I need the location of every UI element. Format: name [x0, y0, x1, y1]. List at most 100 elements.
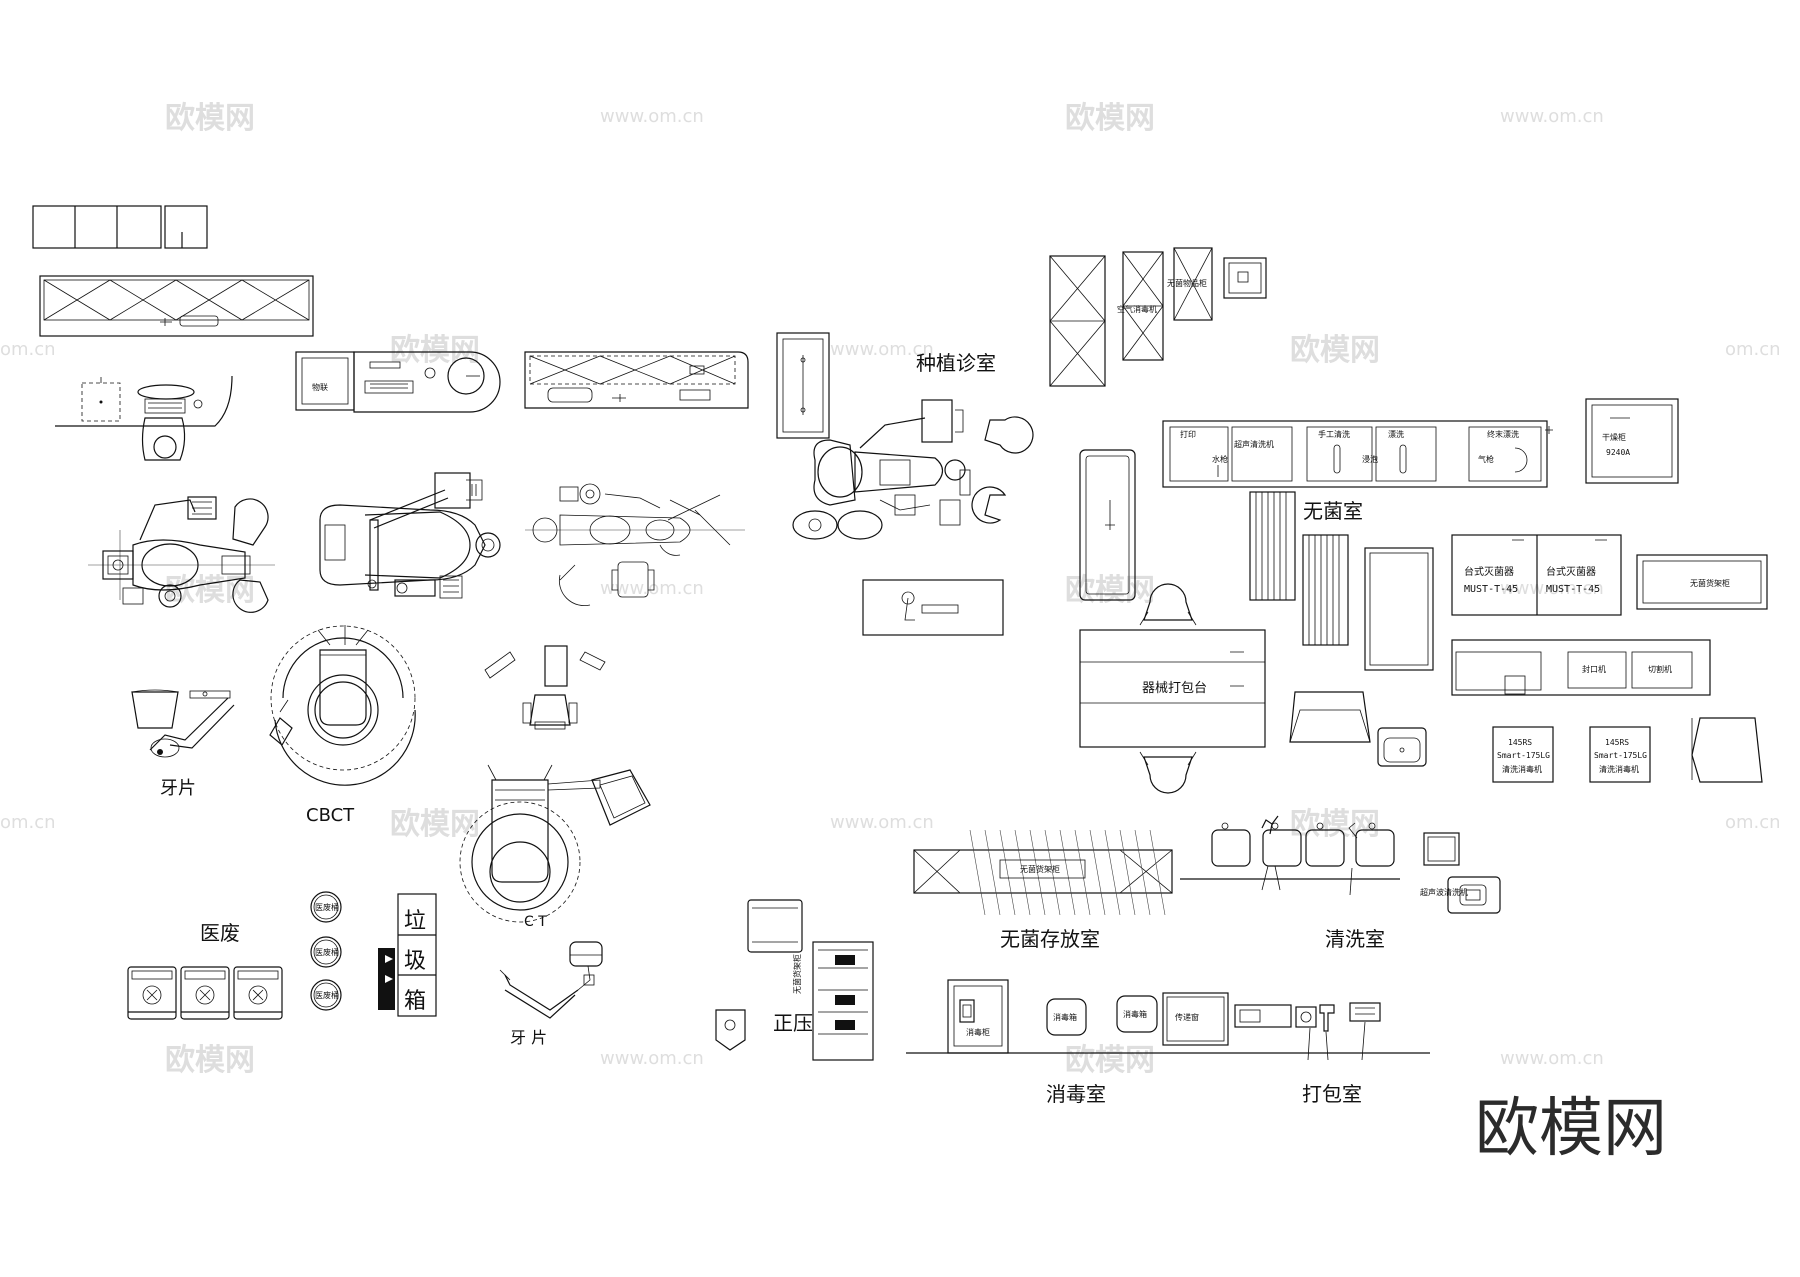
watermark-site: www.om.cn: [830, 812, 934, 833]
cbct-machine: [269, 625, 416, 786]
sterile-storage-rack: 无菌货架柜: [913, 829, 1173, 916]
washer-model: 145RS: [1605, 738, 1629, 747]
watermark-site: om.cn: [1725, 812, 1781, 833]
counter-label: 漂洗: [1388, 429, 1404, 439]
washer-label: 清洗消毒机: [1599, 764, 1639, 774]
label-sterile-room: 无菌室: [1303, 499, 1363, 523]
dental-film-unit-bottom: [499, 941, 603, 1019]
rack-label: 无菌货架柜: [1020, 864, 1060, 874]
dental-film-unit-left: [131, 689, 235, 758]
watermark-layer: 欧模网 www.om.cn 欧模网 www.om.cn om.cn 欧模网 ww…: [0, 101, 1781, 1166]
watermark-site: www.om.cn: [600, 578, 704, 599]
watermark-site: om.cn: [1725, 339, 1781, 360]
implant-room: [776, 332, 1034, 636]
dental-unit-cabinet: 物联: [295, 351, 501, 413]
positive-pressure-area: 无菌货架柜: [715, 899, 874, 1061]
dryer-label: 干燥柜: [1602, 432, 1626, 442]
watermark-site: www.om.cn: [1500, 578, 1604, 599]
watermark-brand: 欧模网: [390, 333, 480, 368]
washer-model: 145RS: [1508, 738, 1532, 747]
top-left-cabinets: [32, 205, 314, 337]
watermark-site: www.om.cn: [830, 339, 934, 360]
watermark-site: www.om.cn: [600, 1048, 704, 1069]
medical-waste-area: 医废桶 医废桶 医废桶: [127, 891, 342, 1020]
dryer-model: 9240A: [1606, 448, 1630, 457]
label-dental-film-2: 牙 片: [510, 1028, 547, 1047]
ct-machine: [459, 764, 651, 923]
label-trash-1: 垃: [404, 909, 426, 934]
watermark-site: om.cn: [0, 812, 56, 833]
cabinet-label: 无菌物品柜: [1167, 278, 1207, 288]
label-medical-waste: 医废: [200, 921, 240, 945]
counter-label: 气枪: [1478, 454, 1494, 464]
sterile-room-furniture: 台式灭菌器 MUST-T-45 台式灭菌器 MUST-T-45 无菌货架柜 封口…: [1079, 449, 1768, 794]
sterilizer-model: MUST-T-45: [1464, 584, 1518, 595]
label-sterile-storage: 无菌存放室: [1000, 927, 1100, 951]
label-trash-2: 圾: [404, 949, 426, 974]
biohazard-bin: [127, 966, 177, 1020]
pass-box-label: 传递窗: [1175, 1012, 1199, 1022]
ultrasonic-label: 超声波清洗机: [1420, 887, 1468, 897]
biohazard-bin: [233, 966, 283, 1020]
label-dental-film: 牙片: [160, 778, 196, 799]
washer-model: Smart-175LG: [1497, 751, 1550, 760]
sterilizer-label: 台式灭菌器: [1546, 565, 1596, 578]
cutter-label: 切割机: [1648, 664, 1672, 674]
small-bin-label: 医废桶: [315, 947, 339, 957]
label-implant-room: 种植诊室: [916, 351, 996, 375]
label-disinfection-room: 消毒室: [1046, 1082, 1106, 1106]
disinfection-packing-rooms: 消毒柜 消毒箱 消毒箱 传递窗: [906, 979, 1430, 1061]
dental-chair-left: [88, 496, 275, 613]
watermark-brand: 欧模网: [1065, 101, 1155, 136]
watermark-site: om.cn: [0, 339, 56, 360]
consult-table: [484, 645, 606, 730]
reception-desk: [55, 375, 233, 461]
watermark-site: www.om.cn: [1500, 1048, 1604, 1069]
watermark-brand: 欧模网: [1065, 573, 1155, 608]
disinfect-cab-label: 消毒柜: [966, 1027, 990, 1037]
label-trash-3: 箱: [404, 989, 426, 1014]
watermark-brand: 欧模网: [165, 101, 255, 136]
sterilizer-label: 台式灭菌器: [1464, 565, 1514, 578]
watermark-brand: 欧模网: [1290, 807, 1380, 842]
washing-room: 超声波清洗机: [1180, 815, 1501, 914]
watermark-site: www.om.cn: [600, 106, 704, 127]
label-ct: C T: [524, 914, 547, 930]
biohazard-bin: [180, 966, 230, 1020]
washer-label: 清洗消毒机: [1502, 764, 1542, 774]
counter-label: 浸泡: [1362, 454, 1378, 464]
counter-label: 超声清洗机: [1234, 439, 1274, 449]
label-washing-room: 清洗室: [1325, 927, 1385, 951]
cabinet-label: 空气消毒机: [1117, 304, 1157, 314]
sealer-label: 封口机: [1582, 664, 1606, 674]
rack-label: 无菌货架柜: [1690, 578, 1730, 588]
label-packing-room: 打包室: [1302, 1082, 1362, 1106]
pressure-rack-label: 无菌货架柜: [792, 954, 802, 994]
watermark-brand: 欧模网: [390, 807, 480, 842]
counter-label: 打印: [1180, 429, 1196, 439]
counter-label: 终末漂洗: [1487, 429, 1519, 439]
label-packing-table: 器械打包台: [1142, 681, 1207, 696]
counter-label: 水枪: [1212, 454, 1228, 464]
dental-chair-right: [525, 483, 745, 606]
small-bin-label: 医废桶: [315, 902, 339, 912]
room-labels: 种植诊室 无菌室 器械打包台 牙片 CBCT C T 医废 垃 圾 箱 牙 片 …: [160, 351, 1385, 1106]
cabinet-sm-label: 消毒箱: [1053, 1012, 1077, 1022]
wash-counter: 打印 超声清洗机 水枪 手工清洗 漂洗 浸泡 终末漂洗 气枪 干燥柜 9240A: [1162, 398, 1679, 488]
washer-label: Smart-175LG: [1594, 751, 1647, 760]
trash-bin-block: [378, 893, 437, 1017]
watermark-site: www.om.cn: [1500, 106, 1604, 127]
small-bin-label: 医废桶: [315, 990, 339, 1000]
sterilizer-model: MUST-T-45: [1546, 584, 1600, 595]
dental-chair-center: [319, 472, 501, 599]
watermark-brand: 欧模网: [1065, 1043, 1155, 1078]
monitor-box-label: 物联: [312, 382, 328, 392]
counter-cabinet-right: [524, 351, 749, 409]
top-right-cabinets: 空气消毒机 无菌物品柜: [1049, 247, 1267, 387]
watermark-brand: 欧模网: [165, 1043, 255, 1078]
label-positive-pressure: 正压: [773, 1011, 813, 1035]
watermark-brand-large: 欧模网: [1475, 1092, 1667, 1166]
watermark-brand: 欧模网: [1290, 333, 1380, 368]
